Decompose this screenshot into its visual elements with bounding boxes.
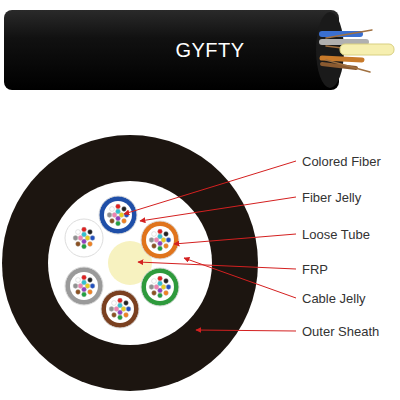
- colored-fiber: [122, 207, 127, 212]
- colored-fiber: [158, 293, 163, 298]
- part-label: Loose Tube: [302, 228, 370, 241]
- colored-fiber: [82, 292, 87, 297]
- colored-fiber: [109, 307, 114, 312]
- colored-fiber: [88, 242, 93, 247]
- colored-fiber: [82, 244, 87, 249]
- colored-fiber: [110, 219, 115, 224]
- colored-fiber: [126, 307, 131, 312]
- cable-side-view: [4, 10, 394, 90]
- colored-fiber: [164, 279, 169, 284]
- colored-fiber: [116, 204, 121, 209]
- colored-fiber: [118, 303, 123, 308]
- fiber-jelly: [70, 224, 98, 252]
- colored-fiber: [152, 291, 157, 296]
- colored-fiber: [82, 232, 87, 237]
- colored-fiber: [73, 284, 78, 289]
- colored-fiber: [90, 284, 95, 289]
- colored-fiber: [73, 236, 78, 241]
- colored-fiber: [166, 285, 171, 290]
- colored-fiber: [124, 313, 129, 318]
- colored-fiber: [76, 278, 81, 283]
- fiber-jelly: [70, 272, 98, 300]
- fiber-jelly: [104, 201, 132, 229]
- leader-line: [196, 330, 296, 331]
- colored-fiber: [152, 232, 157, 237]
- leader-line: [174, 234, 296, 244]
- colored-fiber: [149, 285, 154, 290]
- cable-marking: GYFTY: [175, 40, 244, 60]
- colored-fiber: [166, 238, 171, 243]
- colored-fiber: [116, 221, 121, 226]
- part-label: Fiber Jelly: [302, 191, 361, 204]
- colored-fiber: [124, 301, 129, 306]
- frp-rod: [340, 44, 394, 55]
- loose-tube: [101, 290, 139, 328]
- colored-fiber: [164, 244, 169, 249]
- cable-jelly-area: [48, 181, 212, 345]
- outer-sheath: [2, 135, 258, 391]
- part-label: Outer Sheath: [302, 325, 379, 338]
- colored-fiber: [164, 232, 169, 237]
- colored-fiber: [76, 230, 81, 235]
- colored-fiber: [112, 301, 117, 306]
- colored-fiber: [152, 279, 157, 284]
- colored-fiber: [158, 246, 163, 251]
- part-label: FRP: [302, 263, 328, 276]
- colored-fiber: [158, 229, 163, 234]
- fiber-jelly: [106, 295, 134, 323]
- leader-line: [124, 161, 296, 214]
- colored-fiber: [158, 234, 163, 239]
- colored-fiber: [118, 315, 123, 320]
- fiber-jelly: [146, 226, 174, 254]
- colored-fiber: [82, 280, 87, 285]
- colored-fiber: [112, 313, 117, 318]
- cable-jacket: [4, 10, 339, 90]
- colored-fiber: [88, 290, 93, 295]
- colored-fiber: [90, 236, 95, 241]
- loose-tube: [99, 196, 137, 234]
- loose-tube: [65, 219, 103, 257]
- loose-tube: [141, 221, 179, 259]
- colored-fiber: [82, 227, 87, 232]
- colored-fiber: [158, 281, 163, 286]
- colored-fiber: [158, 276, 163, 281]
- colored-fiber: [152, 244, 157, 249]
- colored-fiber: [116, 209, 121, 214]
- colored-fiber: [149, 238, 154, 243]
- colored-fiber: [118, 298, 123, 303]
- fiber-jelly: [146, 273, 174, 301]
- leader-line: [138, 262, 296, 269]
- colored-fiber: [76, 290, 81, 295]
- colored-fiber: [76, 242, 81, 247]
- colored-fiber: [88, 278, 93, 283]
- leader-line: [140, 197, 296, 221]
- part-label: Colored Fiber: [302, 155, 381, 168]
- part-label: Cable Jelly: [302, 292, 366, 305]
- colored-fiber: [164, 291, 169, 296]
- colored-fiber: [122, 219, 127, 224]
- cable-cross-section: [2, 135, 258, 391]
- colored-fiber: [107, 213, 112, 218]
- colored-fiber: [82, 275, 87, 280]
- loose-tube: [141, 268, 179, 306]
- leader-line: [184, 258, 296, 298]
- leader-lines: [124, 161, 296, 331]
- colored-fiber: [110, 207, 115, 212]
- loose-tube: [65, 267, 103, 305]
- colored-fiber: [88, 230, 93, 235]
